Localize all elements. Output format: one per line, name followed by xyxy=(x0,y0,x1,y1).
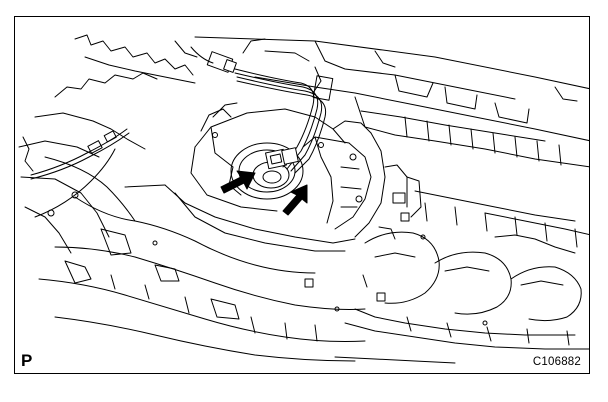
fastener-details xyxy=(152,132,488,326)
indicator-arrows xyxy=(220,170,308,216)
lower-dash-plate xyxy=(38,184,366,362)
dashboard-line-drawing xyxy=(18,34,589,364)
corner-letter-label: P xyxy=(21,351,33,370)
lower-right-trim xyxy=(334,190,589,364)
connector-harness xyxy=(174,38,327,174)
arrow-right xyxy=(282,184,308,216)
figure-code-label: C106882 xyxy=(532,355,581,368)
upper-left-panel xyxy=(18,34,196,254)
column-mount-assembly xyxy=(190,102,422,240)
arrow-left xyxy=(220,170,256,194)
upper-right-structure xyxy=(194,36,589,168)
illustration-frame: P C106882 xyxy=(14,16,590,374)
left-wire-harness xyxy=(22,128,130,218)
